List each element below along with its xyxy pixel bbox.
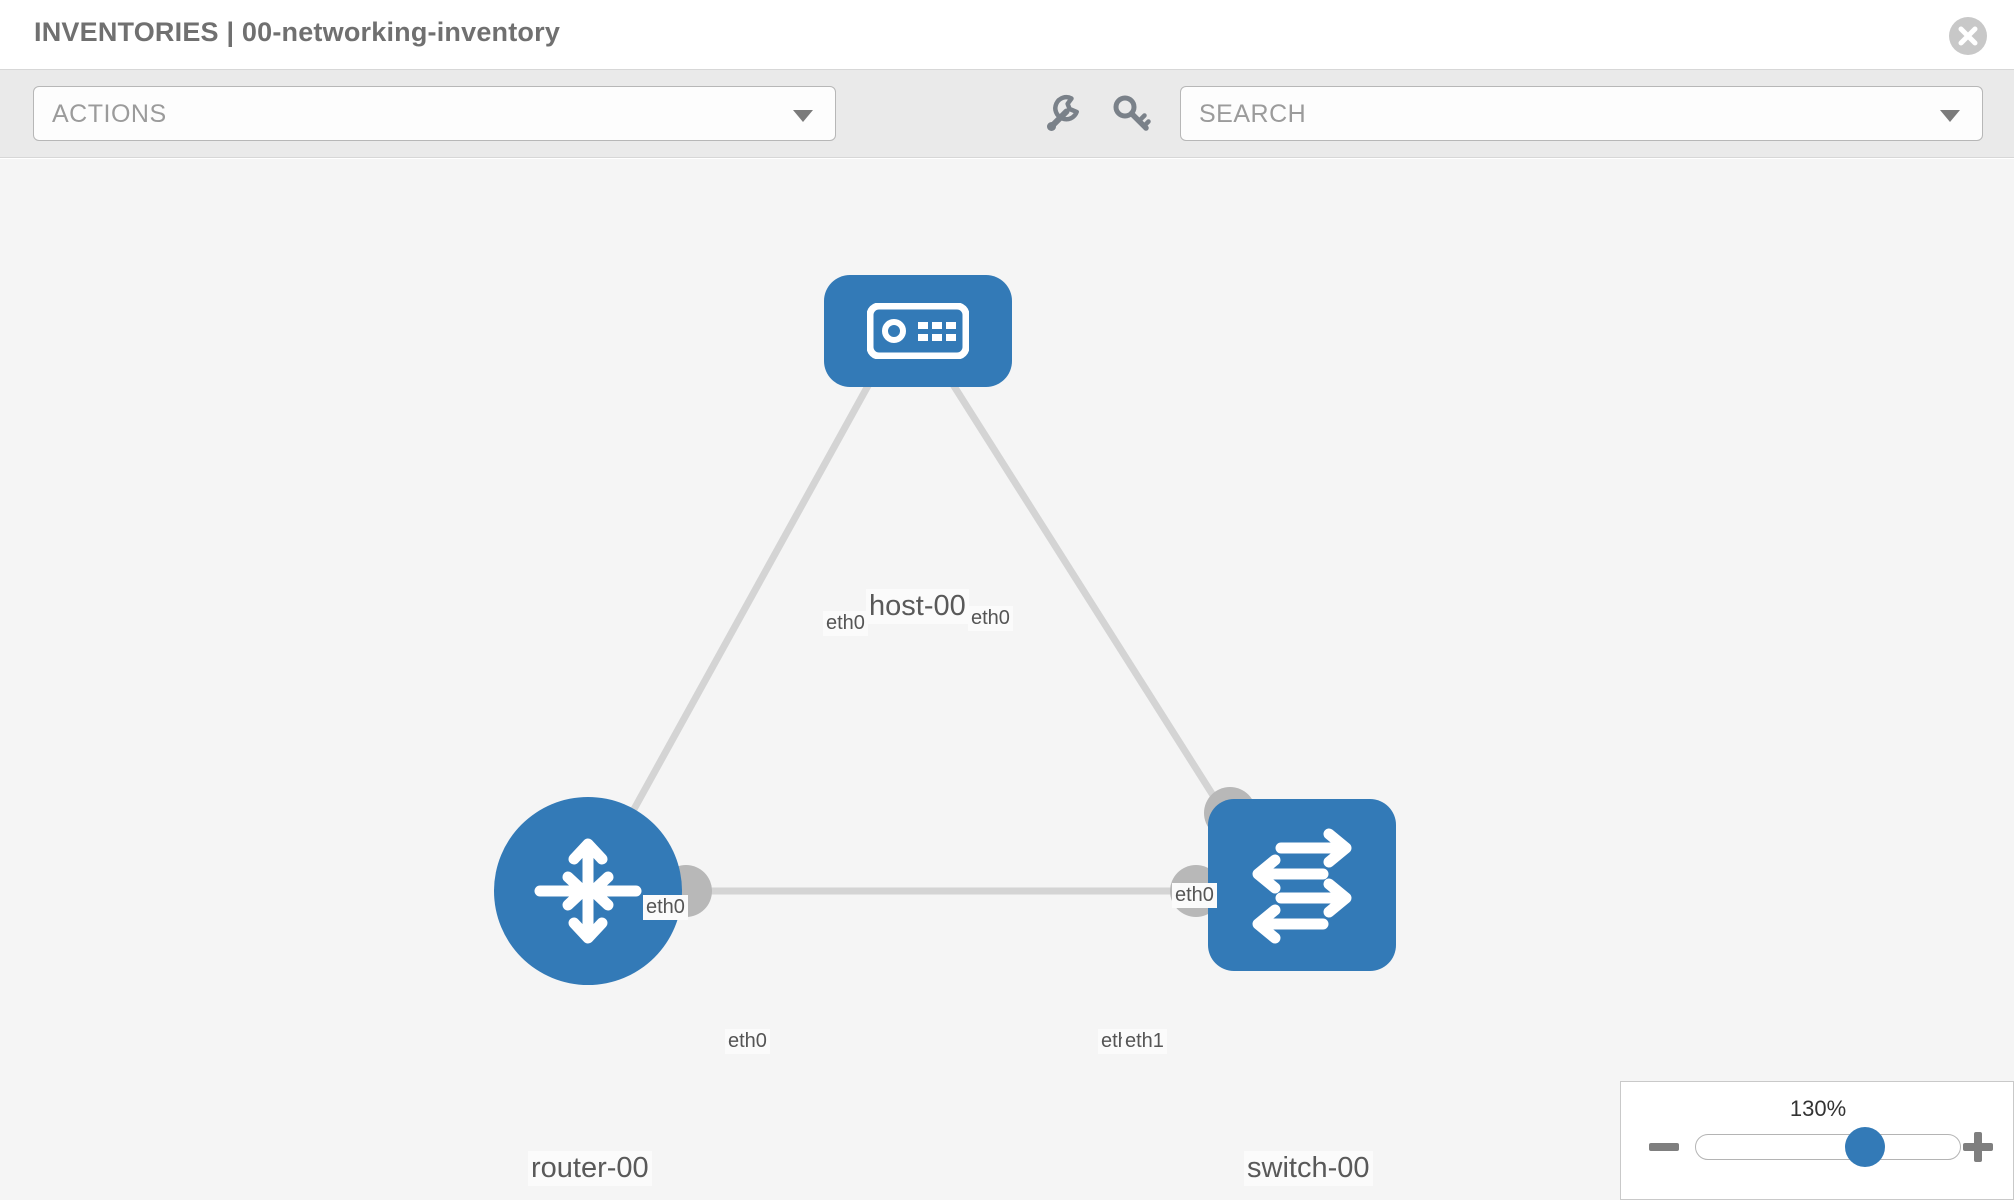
- zoom-control-panel: 130%: [1620, 1081, 2014, 1200]
- close-icon[interactable]: [1948, 16, 1988, 56]
- zoom-slider-track[interactable]: [1695, 1134, 1961, 1160]
- search-placeholder-label: SEARCH: [1199, 100, 1307, 128]
- zoom-in-button[interactable]: [1961, 1130, 1995, 1164]
- chevron-down-icon: [1940, 110, 1960, 122]
- page-header: INVENTORIES | 00-networking-inventory: [0, 0, 2014, 70]
- toolbar: ACTIONS SEARCH: [0, 70, 2014, 158]
- zoom-slider-thumb[interactable]: [1845, 1127, 1885, 1167]
- iface-label-router-uplink-eth0: eth0: [643, 895, 688, 920]
- host-00-shape[interactable]: [824, 275, 1012, 387]
- page-title: INVENTORIES | 00-networking-inventory: [34, 17, 561, 47]
- server-device-icon: [867, 303, 969, 359]
- router-arrows-icon: [534, 838, 642, 944]
- plus-icon: [1963, 1132, 1993, 1162]
- topology-node-label-host-00: host-00: [866, 589, 969, 624]
- chevron-down-icon: [793, 110, 813, 122]
- key-glyph: [1113, 95, 1151, 131]
- zoom-out-button[interactable]: [1647, 1130, 1681, 1164]
- actions-dropdown[interactable]: ACTIONS: [33, 86, 836, 141]
- zoom-level-label: 130%: [1789, 1096, 1847, 1121]
- router-00-shape[interactable]: [494, 797, 682, 985]
- iface-label-switch-uplink-eth0: eth0: [1172, 883, 1217, 908]
- actions-dropdown-label: ACTIONS: [52, 100, 167, 128]
- wrench-icon[interactable]: [1042, 92, 1086, 136]
- link-host-switch[interactable]: [937, 362, 1231, 821]
- topology-node-label-router-00: router-00: [528, 1151, 652, 1186]
- minus-icon: [1649, 1143, 1679, 1151]
- topology-node-router-00[interactable]: [494, 797, 682, 985]
- close-circle-icon: [1949, 17, 1987, 55]
- key-icon[interactable]: [1110, 92, 1154, 136]
- topology-canvas[interactable]: host-00 router-0: [0, 159, 2014, 1200]
- search-input[interactable]: SEARCH: [1180, 86, 1983, 141]
- link-host-router[interactable]: [608, 362, 884, 851]
- topology-node-host-00[interactable]: [824, 275, 1012, 387]
- iface-label-router-eth0: eth0: [725, 1029, 770, 1054]
- switch-arrows-icon: [1252, 828, 1352, 944]
- iface-label-host-eth0-left: eth0: [823, 611, 868, 636]
- iface-label-switch-eth1: eth1: [1122, 1029, 1167, 1054]
- wrench-glyph: [1047, 94, 1079, 131]
- topology-node-switch-00[interactable]: [1208, 799, 1396, 971]
- iface-label-host-eth0-right: eth0: [968, 606, 1013, 631]
- topology-node-label-switch-00: switch-00: [1244, 1151, 1373, 1186]
- switch-00-shape[interactable]: [1208, 799, 1396, 971]
